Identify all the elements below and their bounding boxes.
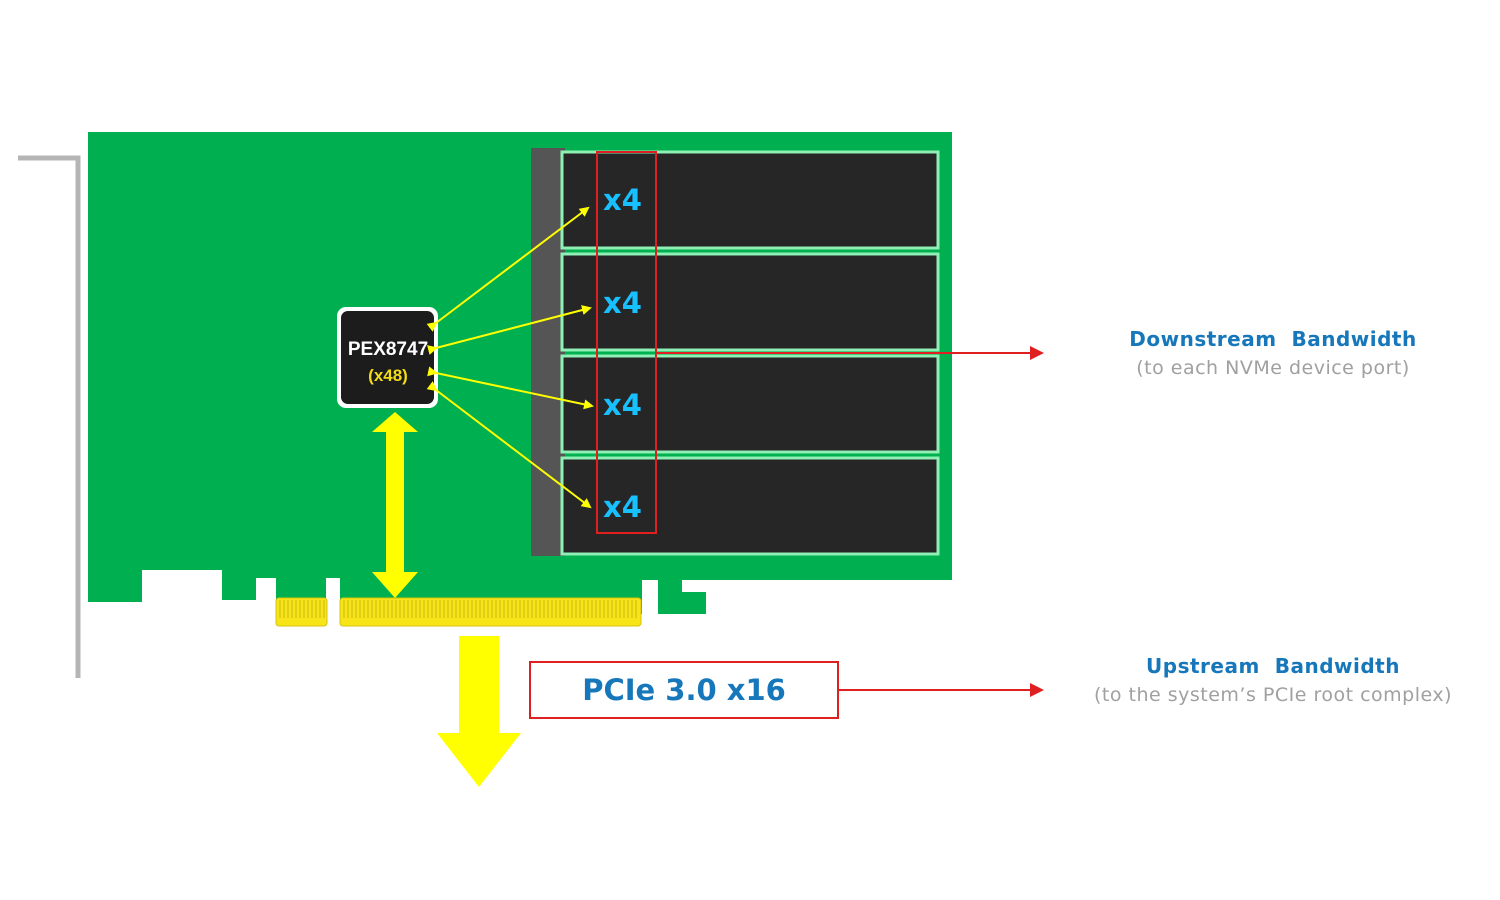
lane-arrow xyxy=(426,381,592,509)
nvme-slots xyxy=(560,150,940,556)
lane-arrow xyxy=(426,206,590,332)
port-lane-label: x4 xyxy=(603,286,642,320)
nvme-slot xyxy=(560,252,940,352)
nvme-slot xyxy=(560,354,940,454)
mounting-bracket xyxy=(18,155,81,678)
m2-slot-bar xyxy=(531,148,565,556)
upstream-title: Upstream Bandwidth xyxy=(1146,654,1400,678)
nvme-slot xyxy=(560,456,940,556)
downstream-subtitle: (to each NVMe device port) xyxy=(1136,357,1410,379)
switch-chip: PEX8747 (x48) xyxy=(337,307,438,408)
chip-lanes: (x48) xyxy=(368,366,408,385)
upstream-double-arrow xyxy=(372,412,418,598)
nvme-slot xyxy=(560,150,940,250)
lane-arrows xyxy=(426,206,594,509)
port-lane-label: x4 xyxy=(603,490,642,524)
lanes-highlight-box xyxy=(596,151,657,534)
port-lane-label: x4 xyxy=(603,183,642,217)
pcie-link-label: PCIe 3.0 x16 xyxy=(582,673,786,707)
down-arrow xyxy=(437,636,521,787)
downstream-title: Downstream Bandwidth xyxy=(1129,327,1416,351)
port-lane-label: x4 xyxy=(603,388,642,422)
edge-connector xyxy=(275,597,642,627)
lane-arrow xyxy=(426,305,592,355)
chip-name: PEX8747 xyxy=(348,339,428,360)
upstream-subtitle: (to the system’s PCIe root complex) xyxy=(1094,684,1452,706)
